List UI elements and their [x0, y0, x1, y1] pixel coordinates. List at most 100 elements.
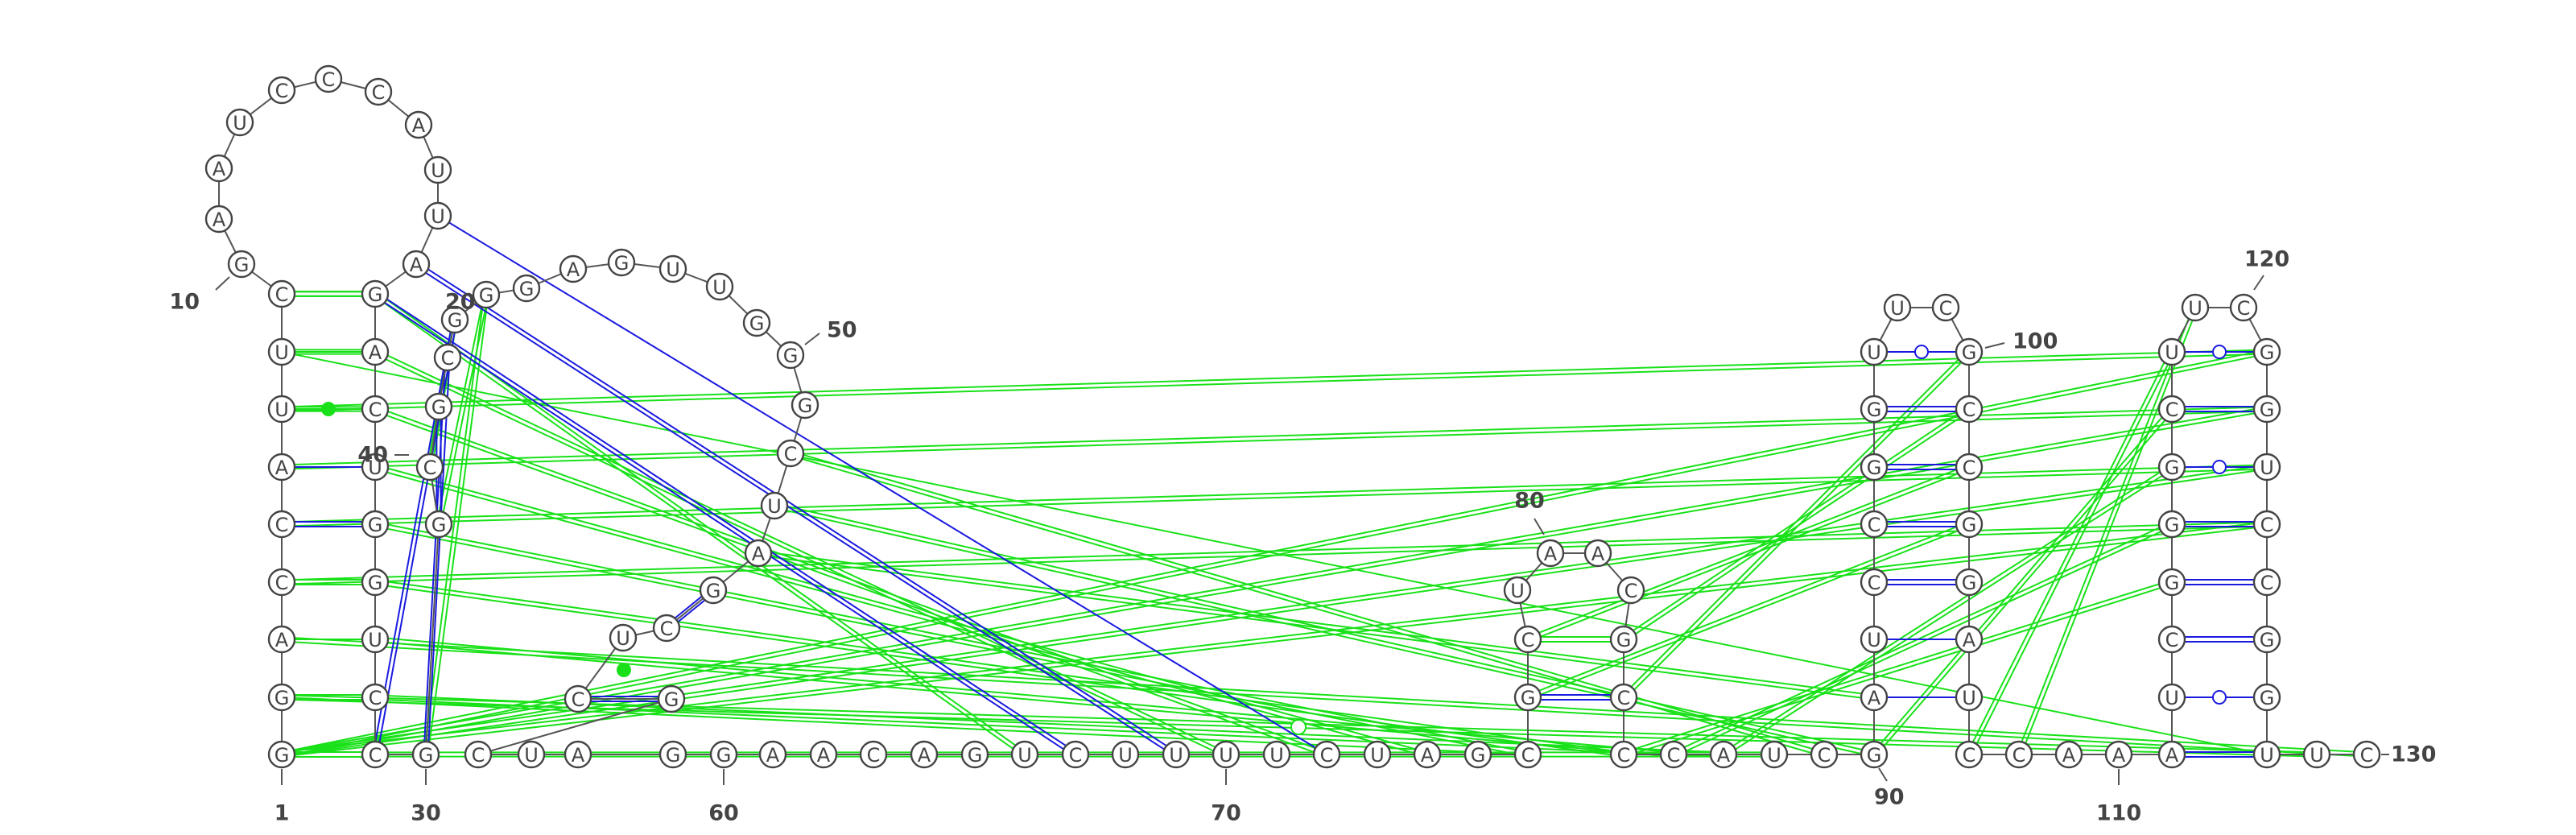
- nucleotide: G: [2157, 453, 2186, 482]
- nucleotide-base: C: [2165, 399, 2179, 421]
- nucleotide-circle: [267, 76, 296, 105]
- nucleotide: G: [424, 392, 453, 421]
- nucleotide-base: U: [431, 205, 445, 228]
- nucleotide: A: [404, 110, 433, 139]
- nucleotide-circle: [1212, 740, 1241, 769]
- nucleotide: C: [314, 64, 343, 93]
- nucleotide-base: A: [2165, 744, 2179, 767]
- nucleotide-base: U: [666, 258, 680, 281]
- nucleotide-circle: [267, 510, 296, 539]
- tertiary-interaction-line: [374, 521, 1529, 758]
- nucleotide-base: C: [2013, 744, 2026, 767]
- nucleotide-circle: [1609, 625, 1638, 654]
- tertiary-interaction-line: [1526, 464, 1971, 643]
- nucleotide-circle: [424, 510, 453, 539]
- tertiary-interaction-line: [281, 349, 2268, 412]
- nucleotide-circle: [1860, 453, 1889, 482]
- nucleotide-base: U: [1370, 744, 1385, 767]
- nucleotide: G: [267, 683, 296, 712]
- nucleotide-base: G: [1867, 744, 1882, 767]
- base-pair-canonical: [2172, 521, 2267, 527]
- nucleotide-circle: [758, 740, 787, 769]
- tertiary-interaction-line: [1621, 349, 1971, 700]
- nucleotide: C: [1609, 740, 1638, 769]
- nucleotide-base: U: [1867, 341, 1881, 364]
- tertiary-interaction-line: [2016, 306, 2198, 756]
- nucleotide-circle: [1536, 539, 1565, 568]
- nucleotide-circle: [361, 395, 390, 424]
- nucleotide-circle: [2157, 683, 2186, 712]
- nucleotide-base: U: [2165, 687, 2179, 709]
- backbone-segment: [477, 698, 672, 755]
- base-pair-canonical: [1874, 521, 1969, 527]
- tertiary-interaction-line: [281, 636, 2368, 758]
- nucleotide-base: C: [1868, 514, 1881, 536]
- nucleotide-base: C: [1069, 744, 1083, 767]
- nucleotide: A: [204, 154, 233, 183]
- nucleotide-circle: [2104, 740, 2133, 769]
- nucleotide: C: [1955, 395, 1984, 424]
- nucleotide-base: C: [1521, 744, 1535, 767]
- nucleotide: G: [607, 248, 636, 277]
- base-pair-canonical: [2172, 751, 2267, 758]
- position-label: 130: [2391, 742, 2436, 767]
- nucleotide: C: [2157, 395, 2186, 424]
- nucleotide: C: [2252, 510, 2281, 539]
- nucleotide-base: A: [1544, 543, 1558, 565]
- nucleotide-circle: [361, 740, 390, 769]
- nucleotide-base: G: [614, 252, 630, 275]
- nucleotide-base: G: [968, 744, 983, 767]
- nucleotide-circle: [1413, 740, 1442, 769]
- nucleotide-base: G: [1867, 399, 1882, 421]
- nucleotide-base: G: [2260, 341, 2275, 364]
- nucleotide: G: [742, 308, 771, 337]
- nucleotide: U: [2252, 453, 2281, 482]
- nucleotide-base: C: [784, 443, 798, 465]
- nucleotide: C: [776, 439, 805, 468]
- nucleotide-circle: [2352, 740, 2381, 769]
- position-tick: [2253, 275, 2264, 291]
- tertiary-contact-marker: [1290, 719, 1307, 735]
- nucleotide: C: [1955, 740, 1984, 769]
- position-tick: [215, 276, 230, 291]
- nucleotide-base: U: [1018, 744, 1032, 767]
- nucleotide-base: G: [1471, 744, 1486, 767]
- nucleotide-base: A: [1591, 543, 1605, 565]
- nucleotide-base: G: [706, 580, 721, 602]
- nucleotide-circle: [1955, 453, 1984, 482]
- tertiary-interaction-line: [436, 294, 489, 525]
- nucleotide-base: A: [213, 158, 226, 180]
- tertiary-interaction-line: [423, 294, 489, 755]
- nucleotide-base: G: [448, 309, 463, 332]
- nucleotide: G: [424, 510, 453, 539]
- position-label: 20: [445, 290, 476, 315]
- base-pair-canonical: [2172, 579, 2267, 585]
- nucleotide: U: [1860, 337, 1889, 366]
- nucleotide-base: U: [368, 629, 382, 651]
- nucleotide-base: C: [275, 514, 289, 536]
- base-pair-noncanonical: [282, 751, 375, 758]
- nucleotide: G: [2252, 625, 2281, 654]
- nucleotide: C: [1860, 568, 1889, 597]
- nucleotide-circle: [267, 337, 296, 366]
- nucleotide: G: [2157, 510, 2186, 539]
- nucleotide-base: G: [2165, 572, 2180, 594]
- nucleotide-base: A: [1963, 629, 1976, 651]
- nucleotide-base: A: [766, 744, 780, 767]
- nucleotide-base: C: [1868, 572, 1881, 594]
- nucleotide-base: C: [1320, 744, 1334, 767]
- nucleotide-base: G: [519, 278, 535, 300]
- tertiary-interaction-line: [1872, 407, 2174, 757]
- nucleotide-base: A: [2112, 744, 2126, 767]
- nucleotide-circle: [1111, 740, 1140, 769]
- nucleotide-circle: [1860, 568, 1889, 597]
- nucleotide: C: [361, 395, 390, 424]
- nucleotide: U: [1760, 740, 1789, 769]
- nucleotide-base: C: [1624, 580, 1638, 602]
- nucleotide: C: [267, 76, 296, 105]
- nucleotide-circle: [267, 568, 296, 597]
- nucleotide-circle: [267, 279, 296, 308]
- nucleotide: C: [1659, 740, 1688, 769]
- nucleotide: C: [1061, 740, 1090, 769]
